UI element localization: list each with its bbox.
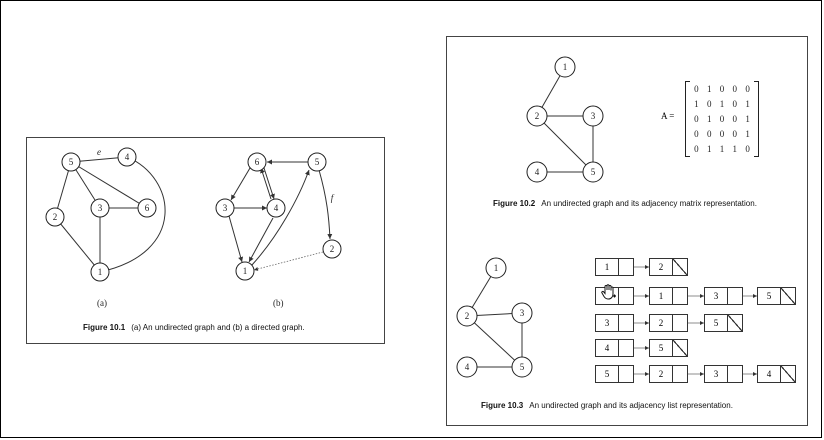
figure-10-2-graph: 1 2 3 4 5 1 2 3 4 5 <box>456 56 757 378</box>
list-node: 3 <box>704 287 743 305</box>
svg-text:4: 4 <box>274 203 279 213</box>
edge-a-5-6 <box>70 161 148 209</box>
graph-a-node-6: 6 <box>137 198 157 218</box>
svg-text:4: 4 <box>125 152 130 162</box>
svg-text:1: 1 <box>563 62 568 72</box>
graph-a-node-3: 3 <box>90 198 110 218</box>
figures-10-2-10-3-panel: 1 2 3 4 5 1 2 3 4 5 <box>446 36 808 426</box>
fig2-node-3: 3 <box>582 105 604 127</box>
svg-text:1: 1 <box>494 263 499 273</box>
svg-text:4: 4 <box>465 362 470 372</box>
graph-b-node-5: 5 <box>307 152 327 172</box>
svg-text:6: 6 <box>145 203 150 213</box>
edge-label-e: e <box>97 147 101 157</box>
sublabel-a: (a) <box>97 298 107 308</box>
graph-b-node-6: 6 <box>247 152 267 172</box>
edge-label-f: f <box>331 193 335 203</box>
list-head-3: 3 <box>595 314 634 332</box>
graph-b-node-1: 1 <box>235 261 255 281</box>
fig3-node-3: 3 <box>511 302 533 324</box>
fig2-node-5: 5 <box>582 161 604 183</box>
fig2-node-4: 4 <box>526 161 548 183</box>
edge-a-5-2 <box>54 161 72 218</box>
fig3-node-5: 5 <box>511 356 533 378</box>
graph-a-node-2: 2 <box>45 207 65 227</box>
fig3-node-2: 2 <box>456 305 478 327</box>
graph-b-node-2: 2 <box>322 239 342 259</box>
svg-text:2: 2 <box>465 311 470 321</box>
edge-a-4-1 <box>99 156 166 273</box>
caption-text: An undirected graph and its adjacency ma… <box>541 199 757 208</box>
list-node: 1 <box>649 287 688 305</box>
list-node: 5 <box>649 339 688 357</box>
caption-text: An undirected graph and its adjacency li… <box>529 401 733 410</box>
edge-a-2-1 <box>54 216 101 273</box>
svg-text:5: 5 <box>69 157 74 167</box>
svg-text:3: 3 <box>591 111 596 121</box>
fig3-node-4: 4 <box>456 356 478 378</box>
list-node: 4 <box>757 365 796 383</box>
matrix-label: A = <box>661 111 675 121</box>
svg-text:5: 5 <box>591 167 596 177</box>
svg-text:3: 3 <box>223 203 228 213</box>
graph-b-node-4: 4 <box>266 198 286 218</box>
svg-text:5: 5 <box>520 362 525 372</box>
svg-text:1: 1 <box>98 267 103 277</box>
svg-text:1: 1 <box>243 266 248 276</box>
edge-b-4-1 <box>248 217 274 263</box>
list-node: 3 <box>704 365 743 383</box>
list-node: 2 <box>649 258 688 276</box>
edge-b-5-2 <box>318 169 333 240</box>
svg-text:2: 2 <box>53 212 58 222</box>
list-head-4: 4 <box>595 339 634 357</box>
graph-a-node-1: 1 <box>90 262 110 282</box>
caption-label: Figure 10.1 <box>83 323 126 332</box>
list-node: 2 <box>649 314 688 332</box>
edge-b-4-6 <box>260 167 272 200</box>
fig2-node-2: 2 <box>526 105 548 127</box>
list-node: 2 <box>649 365 688 383</box>
svg-text:2: 2 <box>535 111 540 121</box>
list-head-5: 5 <box>595 365 634 383</box>
edge-b-3-1 <box>228 215 244 263</box>
caption-label: Figure 10.3 <box>481 401 524 410</box>
svg-text:6: 6 <box>255 157 260 167</box>
svg-text:4: 4 <box>535 167 540 177</box>
caption-label: Figure 10.2 <box>493 199 536 208</box>
figure-10-3-caption: Figure 10.3 An undirected graph and its a… <box>481 401 733 410</box>
svg-text:3: 3 <box>98 203 103 213</box>
svg-text:5: 5 <box>315 157 320 167</box>
figure-10-2-caption: Figure 10.2 An undirected graph and its a… <box>493 199 757 208</box>
edge-b-2-1 <box>253 251 324 271</box>
figure-10-1-panel: e 5 4 2 3 6 1 f 6 5 3 4 2 1 <box>26 137 385 344</box>
graph-a-node-5: 5 <box>61 152 81 172</box>
caption-text: (a) An undirected graph and (b) a direct… <box>131 323 305 332</box>
hand-pointer-icon <box>600 284 616 302</box>
list-node: 5 <box>757 287 796 305</box>
list-head-1: 1 <box>595 258 634 276</box>
svg-text:2: 2 <box>330 244 335 254</box>
graph-b-edges <box>228 159 333 271</box>
graph-b-node-3: 3 <box>215 198 235 218</box>
edge-b-6-4 <box>263 167 275 200</box>
edge-b-1-5 <box>250 169 310 267</box>
figure-10-1-caption: Figure 10.1 (a) An undirected graph and (… <box>83 323 305 332</box>
edge-b-6-3 <box>230 167 251 201</box>
fig2-node-1: 1 <box>554 56 576 78</box>
sublabel-b: (b) <box>273 298 284 308</box>
figure-10-1-graphs: e 5 4 2 3 6 1 f 6 5 3 4 2 1 <box>45 147 342 282</box>
svg-text:3: 3 <box>520 308 525 318</box>
list-node: 5 <box>704 314 743 332</box>
graph-a-node-4: 4 <box>117 147 137 167</box>
fig3-node-1: 1 <box>485 257 507 279</box>
